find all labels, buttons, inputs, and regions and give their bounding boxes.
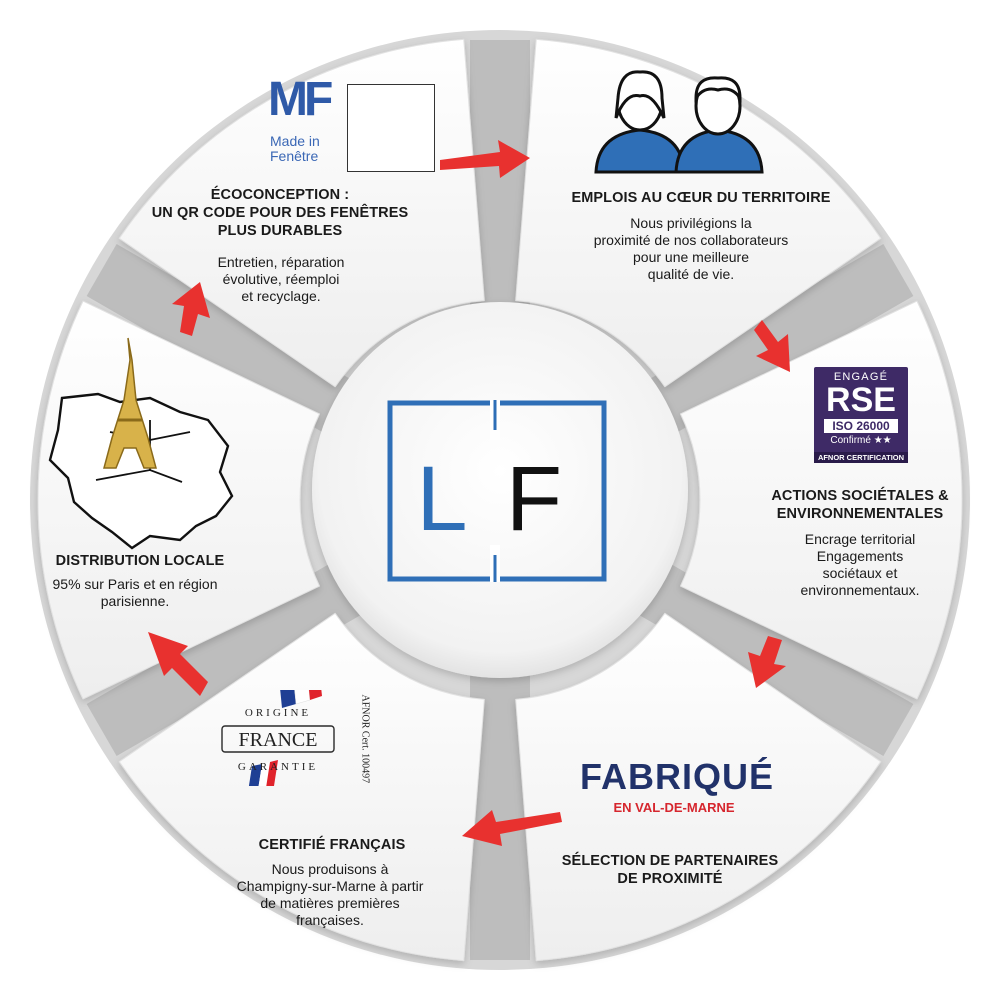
employees-icon [594,70,764,174]
rse-label: RSE [826,381,896,419]
mf-logo-letters: MF [268,73,333,126]
rse-engage: ENGAGÉ [833,371,889,383]
arrow-distribution-to-eco [172,282,210,336]
body-line: sociétaux et [822,565,898,581]
body-line: Nous produisons à [271,861,389,877]
segment-selection [515,612,882,962]
rse-badge: ENGAGÉ RSE ISO 26000 Confirmé ★★ AFNOR C… [814,367,908,463]
lf-logo-frame [387,400,607,582]
title-line: UN QR CODE POUR DES FENÊTRES [151,205,409,221]
actions-title: ACTIONS SOCIÉTALES & ENVIRONNEMENTALES [752,487,968,523]
flow-arrows [148,140,790,846]
segment-certifie [118,612,485,962]
qr-code-box [347,84,435,172]
certifie-body: Nous produisons à Champigny-sur-Marne à … [220,861,440,929]
body-line: qualité de vie. [647,266,735,282]
fabrique-logo: FABRIQUÉ [580,756,775,797]
title-line: SÉLECTION DE PARTENAIRES [561,853,779,869]
body-line: Engagements [816,548,904,564]
body-line: de matières premières [260,895,400,911]
body-line: parisienne. [100,593,170,609]
title-line: DE PROXIMITÉ [617,871,723,887]
arrow-selection-to-certifie [462,810,562,846]
body-line: environnementaux. [800,582,920,598]
selection-title: SÉLECTION DE PARTENAIRES DE PROXIMITÉ [540,852,800,888]
title-line: PLUS DURABLES [217,223,343,239]
afnor-cert-text: AFNOR Cert. 100497 [359,694,371,784]
title-line: EMPLOIS AU CŒUR DU TERRITOIRE [571,190,831,206]
lf-letter-l: L [416,448,467,550]
body-line: et recyclage. [241,288,321,304]
made-in-fenetre-logo: MF Made in Fenêtre [268,72,344,172]
segment-emplois [515,38,882,388]
body-line: Encrage territorial [804,531,916,547]
body-line: Champigny-sur-Marne à partir [236,878,424,894]
title-line: ÉCOCONCEPTION : [210,187,350,203]
emplois-body: Nous privilégions la proximité de nos co… [566,215,816,283]
distribution-title: DISTRIBUTION LOCALE [40,552,240,570]
arrow-eco-to-emplois [440,140,530,178]
title-line: ENVIRONNEMENTALES [776,506,944,522]
afnor-cert-label: AFNOR Cert. 100497 [356,690,371,810]
body-line: proximité de nos collaborateurs [593,232,789,248]
seal-top: ORIGINE [245,707,311,719]
center-hub [312,302,688,678]
body-line: 95% sur Paris et en région [52,576,218,592]
body-line: Nous privilégions la [630,215,752,231]
rse-afnor: AFNOR CERTIFICATION [814,452,908,463]
title-line: CERTIFIÉ FRANÇAIS [258,837,406,853]
ecoconception-body: Entretien, réparation évolutive, réemplo… [196,254,366,305]
rse-confirme: Confirmé ★★ [830,435,892,446]
mf-logo-sub-2: Fenêtre [270,148,319,164]
body-line: pour une meilleure [633,249,749,265]
emplois-title: EMPLOIS AU CŒUR DU TERRITOIRE [556,189,846,207]
title-line: ACTIONS SOCIÉTALES & [771,488,949,504]
origine-france-seal: FRANCE ORIGINE GARANTIE [221,690,335,786]
rse-iso: ISO 26000 [824,419,898,433]
body-line: françaises. [296,912,364,928]
actions-body: Encrage territorial Engagements sociétau… [762,531,958,599]
arrow-actions-to-selection [748,636,786,688]
mf-logo-sub-1: Made in [270,133,320,149]
body-line: Entretien, réparation [217,254,345,270]
ecoconception-title: ÉCOCONCEPTION : UN QR CODE POUR DES FENÊ… [150,186,410,240]
title-line: DISTRIBUTION LOCALE [55,553,225,569]
seal-main: FRANCE [239,729,318,751]
lf-letter-f: F [506,448,562,550]
seal-bottom: GARANTIE [238,761,318,773]
eiffel-tower-icon [48,337,234,550]
arrow-emplois-to-actions [754,320,790,372]
distribution-body: 95% sur Paris et en région parisienne. [30,576,240,610]
body-line: évolutive, réemploi [222,271,340,287]
arrow-certifie-to-distribution [148,632,208,696]
fabrique-sub: EN VAL-DE-MARNE [613,800,735,815]
certifie-title: CERTIFIÉ FRANÇAIS [232,836,432,854]
